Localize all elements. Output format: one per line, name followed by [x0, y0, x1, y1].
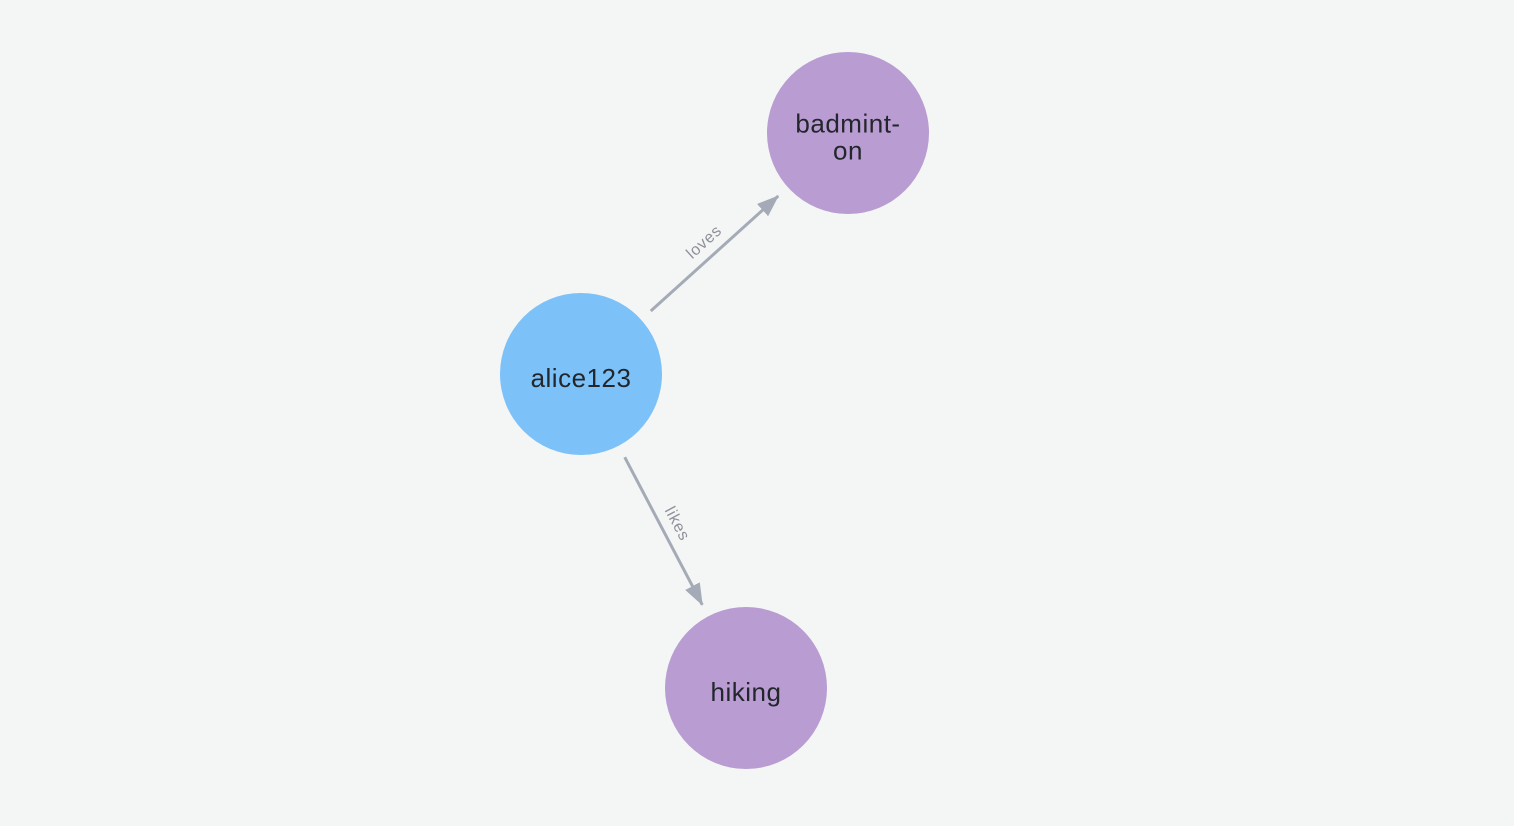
edge-line[interactable] [649, 194, 780, 313]
node-alice123[interactable]: alice123 [500, 293, 662, 455]
nodes-layer: alice123 badmint-on hiking [500, 52, 929, 769]
edge-label[interactable]: loves [683, 222, 725, 262]
node-circle[interactable] [665, 607, 827, 769]
edge-loves: loves [649, 194, 780, 313]
node-hiking[interactable]: hiking [665, 607, 827, 769]
node-circle[interactable] [767, 52, 929, 214]
node-circle[interactable] [500, 293, 662, 455]
edge-likes: likes [623, 456, 704, 606]
node-badminton[interactable]: badmint-on [767, 52, 929, 214]
edge-line[interactable] [623, 456, 704, 606]
